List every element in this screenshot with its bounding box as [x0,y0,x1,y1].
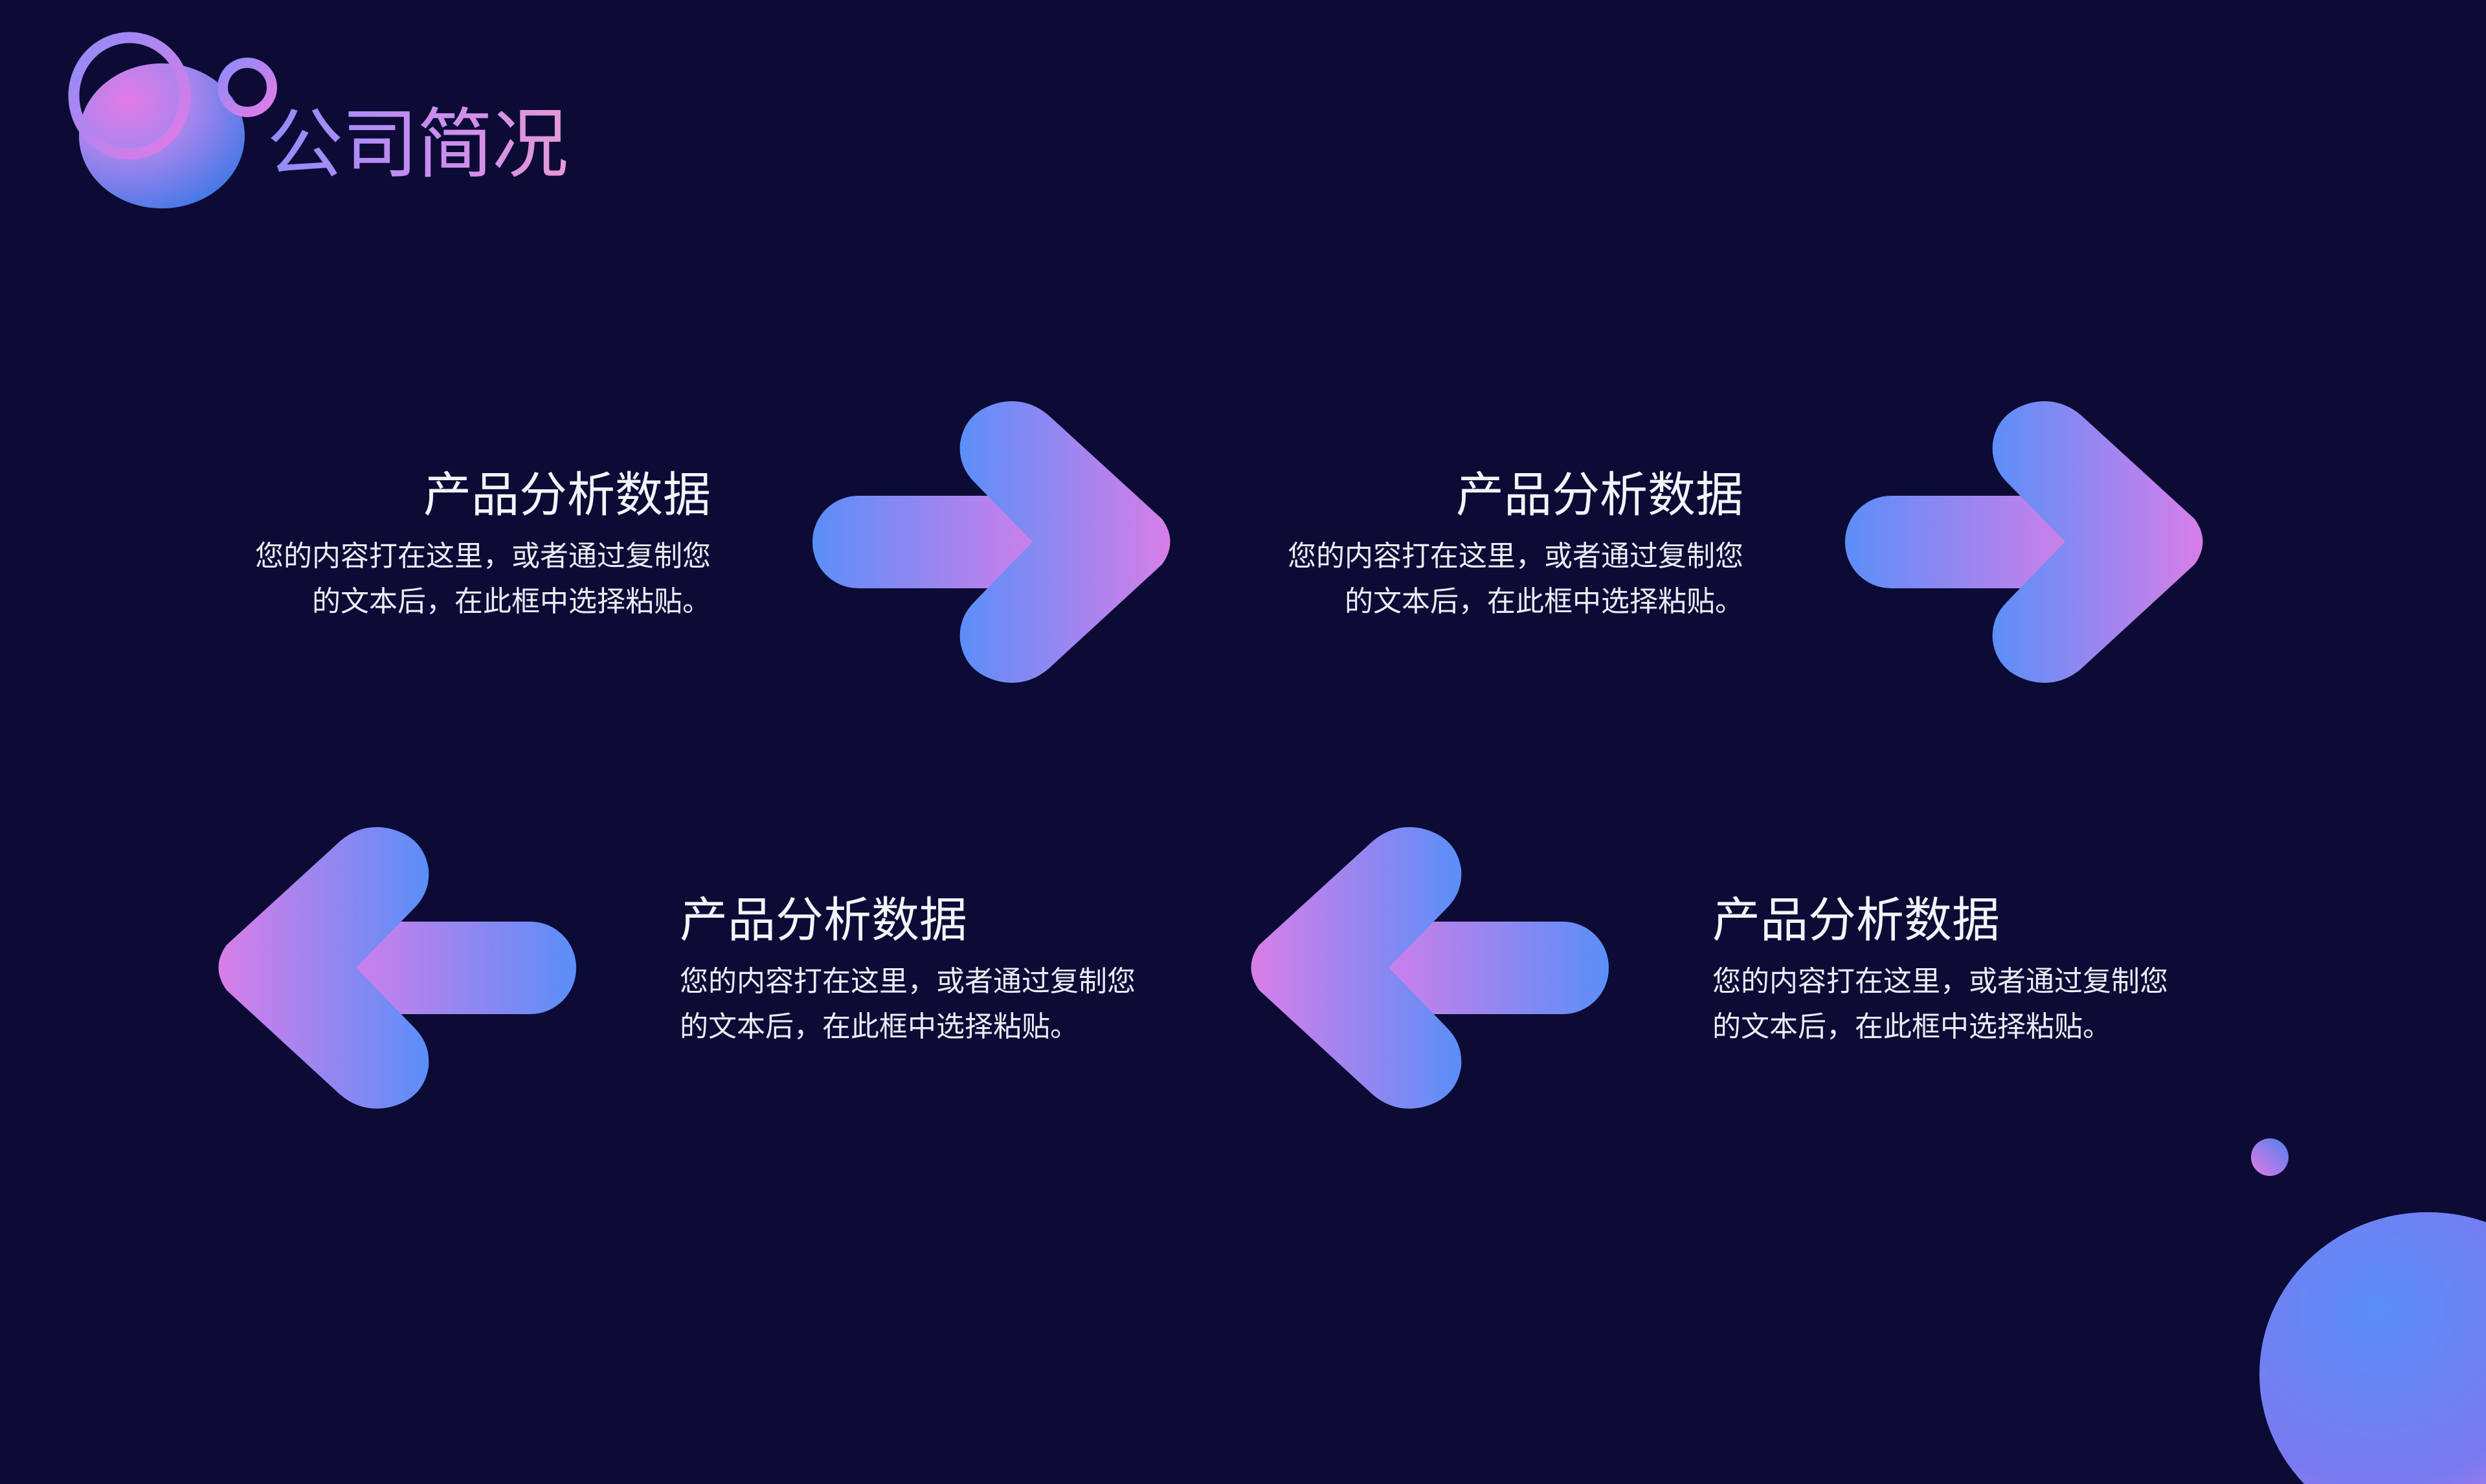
block-body: 您的内容打在这里，或者通过复制您 的文本后，在此框中选择粘贴。 [1288,540,1743,618]
content-block-1: 产品分析数据 您的内容打在这里，或者通过复制您 的文本后，在此框中选择粘贴。 [180,463,711,625]
large-bubble-icon [2259,1212,2486,1484]
logo-bubbles-icon [68,32,277,208]
content-block-4: 产品分析数据 您的内容打在这里，或者通过复制您 的文本后，在此框中选择粘贴。 [1712,888,2243,1050]
block-heading: 产品分析数据 [1712,892,2000,948]
arrow-right-icon [812,401,1170,683]
arrow-right-icon [1845,401,2203,683]
block-heading: 产品分析数据 [680,892,967,948]
block-heading: 产品分析数据 [423,467,711,523]
content-block-2: 产品分析数据 您的内容打在这里，或者通过复制您 的文本后，在此框中选择粘贴。 [1213,463,1743,625]
small-bubble-icon [2251,1138,2289,1176]
arrow-left-icon [1251,827,1609,1109]
block-heading: 产品分析数据 [1456,467,1743,523]
content-block-3: 产品分析数据 您的内容打在这里，或者通过复制您 的文本后，在此框中选择粘贴。 [680,888,1211,1050]
block-body: 您的内容打在这里，或者通过复制您 的文本后，在此框中选择粘贴。 [680,965,1136,1043]
block-body: 您的内容打在这里，或者通过复制您 的文本后，在此框中选择粘贴。 [255,540,711,618]
arrow-left-icon [218,827,576,1109]
block-body: 您的内容打在这里，或者通过复制您 的文本后，在此框中选择粘贴。 [1712,965,2168,1043]
page-title: 公司简况 [267,96,568,193]
